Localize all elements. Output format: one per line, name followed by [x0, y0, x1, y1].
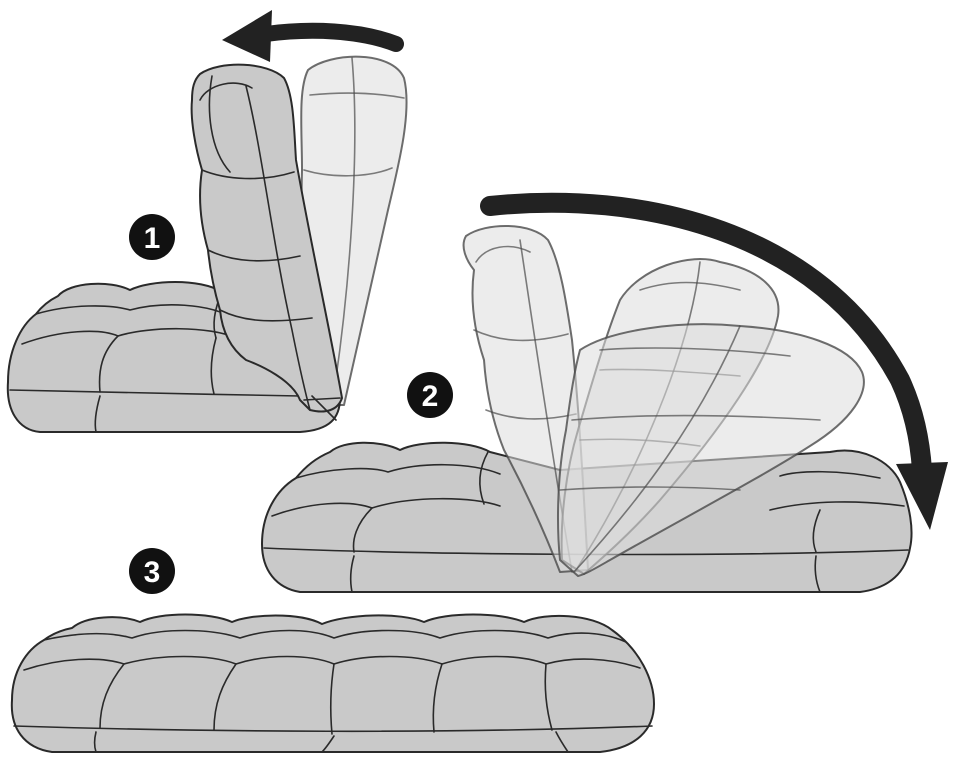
step-3-number: 3 — [144, 556, 161, 589]
step-3-flat-mattress: 3 — [10, 548, 655, 753]
curved-arrow-down-right-icon — [480, 192, 948, 530]
step-1-badge: 1 — [129, 214, 175, 260]
step-1-upright-chair: 1 — [6, 10, 408, 433]
step-1-number: 1 — [144, 222, 161, 255]
step-1-seat-cushion — [6, 281, 341, 433]
step-3-badge: 3 — [129, 548, 175, 594]
step-1-backrest — [190, 63, 343, 421]
step-2-number: 2 — [422, 380, 439, 413]
curved-arrow-left-icon — [222, 10, 404, 62]
step-2-folding-chair: 2 — [261, 192, 948, 593]
step-2-badge: 2 — [407, 372, 453, 418]
step-2-ghost-backrest-tilt-2 — [557, 323, 865, 577]
